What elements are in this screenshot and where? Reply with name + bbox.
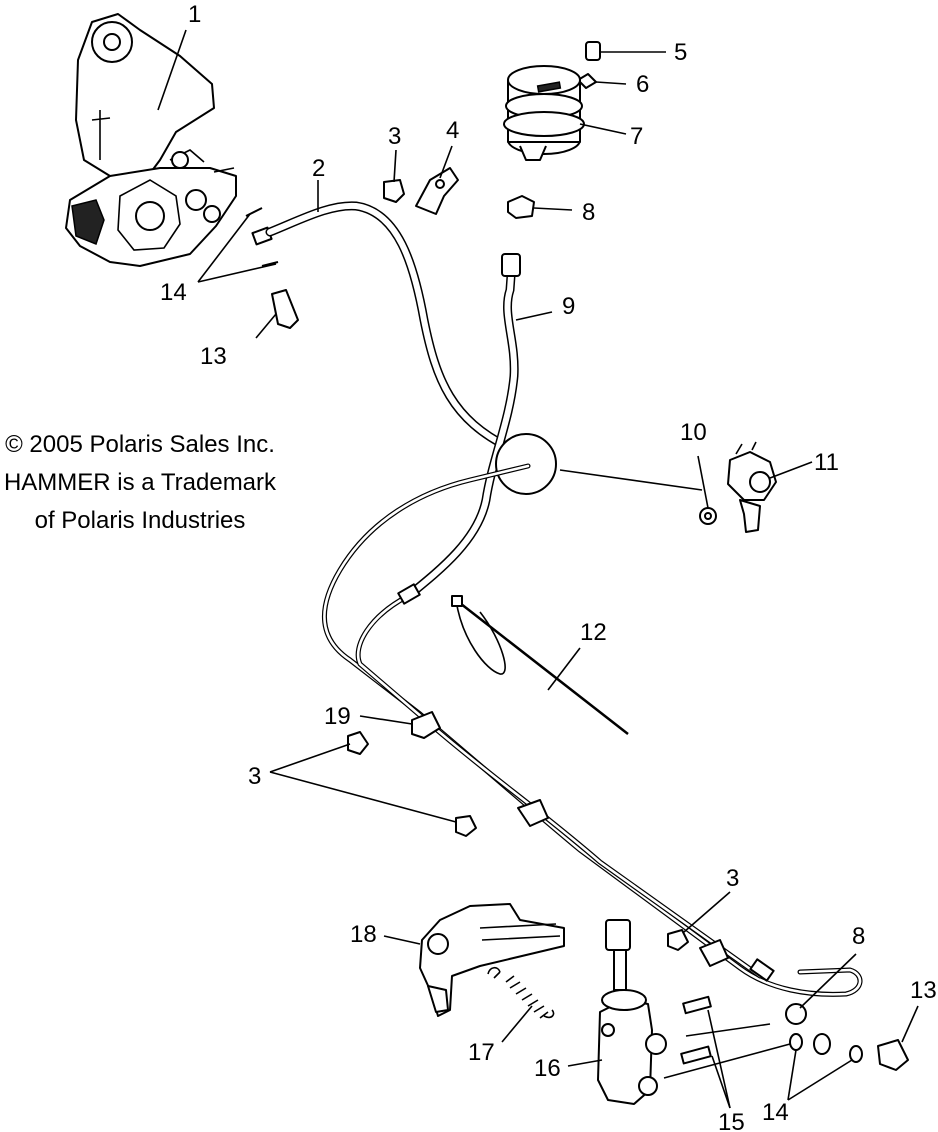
callout-5: 5 xyxy=(674,39,687,66)
callout-13-top: 13 xyxy=(200,343,227,370)
part-3-clip-top xyxy=(383,179,405,203)
callout-10: 10 xyxy=(680,419,707,446)
part-13-fitting-top xyxy=(271,289,299,329)
part-10-fitting xyxy=(699,507,717,525)
part-8-cap-top xyxy=(507,195,535,219)
callout-6: 6 xyxy=(636,71,649,98)
part-7-reservoir xyxy=(503,65,585,161)
part-11-brake-switch xyxy=(727,441,777,533)
callout-labels: 1 2 3 4 5 6 7 8 9 10 11 12 13 14 19 3 3 … xyxy=(160,1,937,1132)
part-12-cable-tie xyxy=(451,595,629,735)
callout-8-bottom: 8 xyxy=(852,923,865,950)
part-8-cap-bottom xyxy=(785,1003,807,1025)
part-3-clip-bottom xyxy=(667,929,689,951)
part-19-mounting-clip xyxy=(411,711,729,967)
part-1-brake-caliper xyxy=(65,13,237,267)
callout-3-left: 3 xyxy=(248,763,261,790)
callout-1: 1 xyxy=(188,1,201,28)
part-13-fitting-bottom xyxy=(877,1039,909,1071)
callout-18: 18 xyxy=(350,921,377,948)
part-16-master-cylinder xyxy=(597,919,667,1105)
callout-17: 17 xyxy=(468,1039,495,1066)
part-3-clip-mid-a xyxy=(347,731,369,755)
callout-3: 3 xyxy=(388,123,401,150)
callout-19: 19 xyxy=(324,703,351,730)
callout-7: 7 xyxy=(630,123,643,150)
part-17-spring xyxy=(487,966,555,1019)
copyright-notice: © 2005 Polaris Sales Inc. HAMMER is a Tr… xyxy=(0,426,280,540)
callout-11: 11 xyxy=(814,449,839,476)
part-14-washers xyxy=(245,207,863,1063)
callout-14-bottom: 14 xyxy=(762,1099,789,1126)
callout-9: 9 xyxy=(562,293,575,320)
brake-line-tube xyxy=(321,463,863,997)
part-18-brake-pedal xyxy=(419,903,565,1017)
callout-12: 12 xyxy=(580,619,607,646)
callout-14-top: 14 xyxy=(160,279,187,306)
part-3-clip-mid-b xyxy=(455,815,477,837)
copyright-line-2: HAMMER is a Trademark xyxy=(3,469,277,496)
callout-16: 16 xyxy=(534,1055,561,1082)
callout-3-bottom: 3 xyxy=(726,865,739,892)
callout-8-top: 8 xyxy=(582,199,595,226)
part-5-cap xyxy=(585,41,601,61)
part-15-bolts xyxy=(680,995,712,1065)
callout-2: 2 xyxy=(312,155,325,182)
copyright-line-1: © 2005 Polaris Sales Inc. xyxy=(5,431,275,458)
part-4-bracket xyxy=(415,167,459,215)
part-2-brake-hose xyxy=(251,201,515,453)
part-9-brake-line-upper xyxy=(403,253,521,601)
leader-lines xyxy=(157,29,919,1109)
callout-13-bottom: 13 xyxy=(910,977,937,1004)
copyright-line-3: of Polaris Industries xyxy=(34,507,246,534)
callout-4: 4 xyxy=(446,117,459,144)
callout-15: 15 xyxy=(718,1109,745,1132)
